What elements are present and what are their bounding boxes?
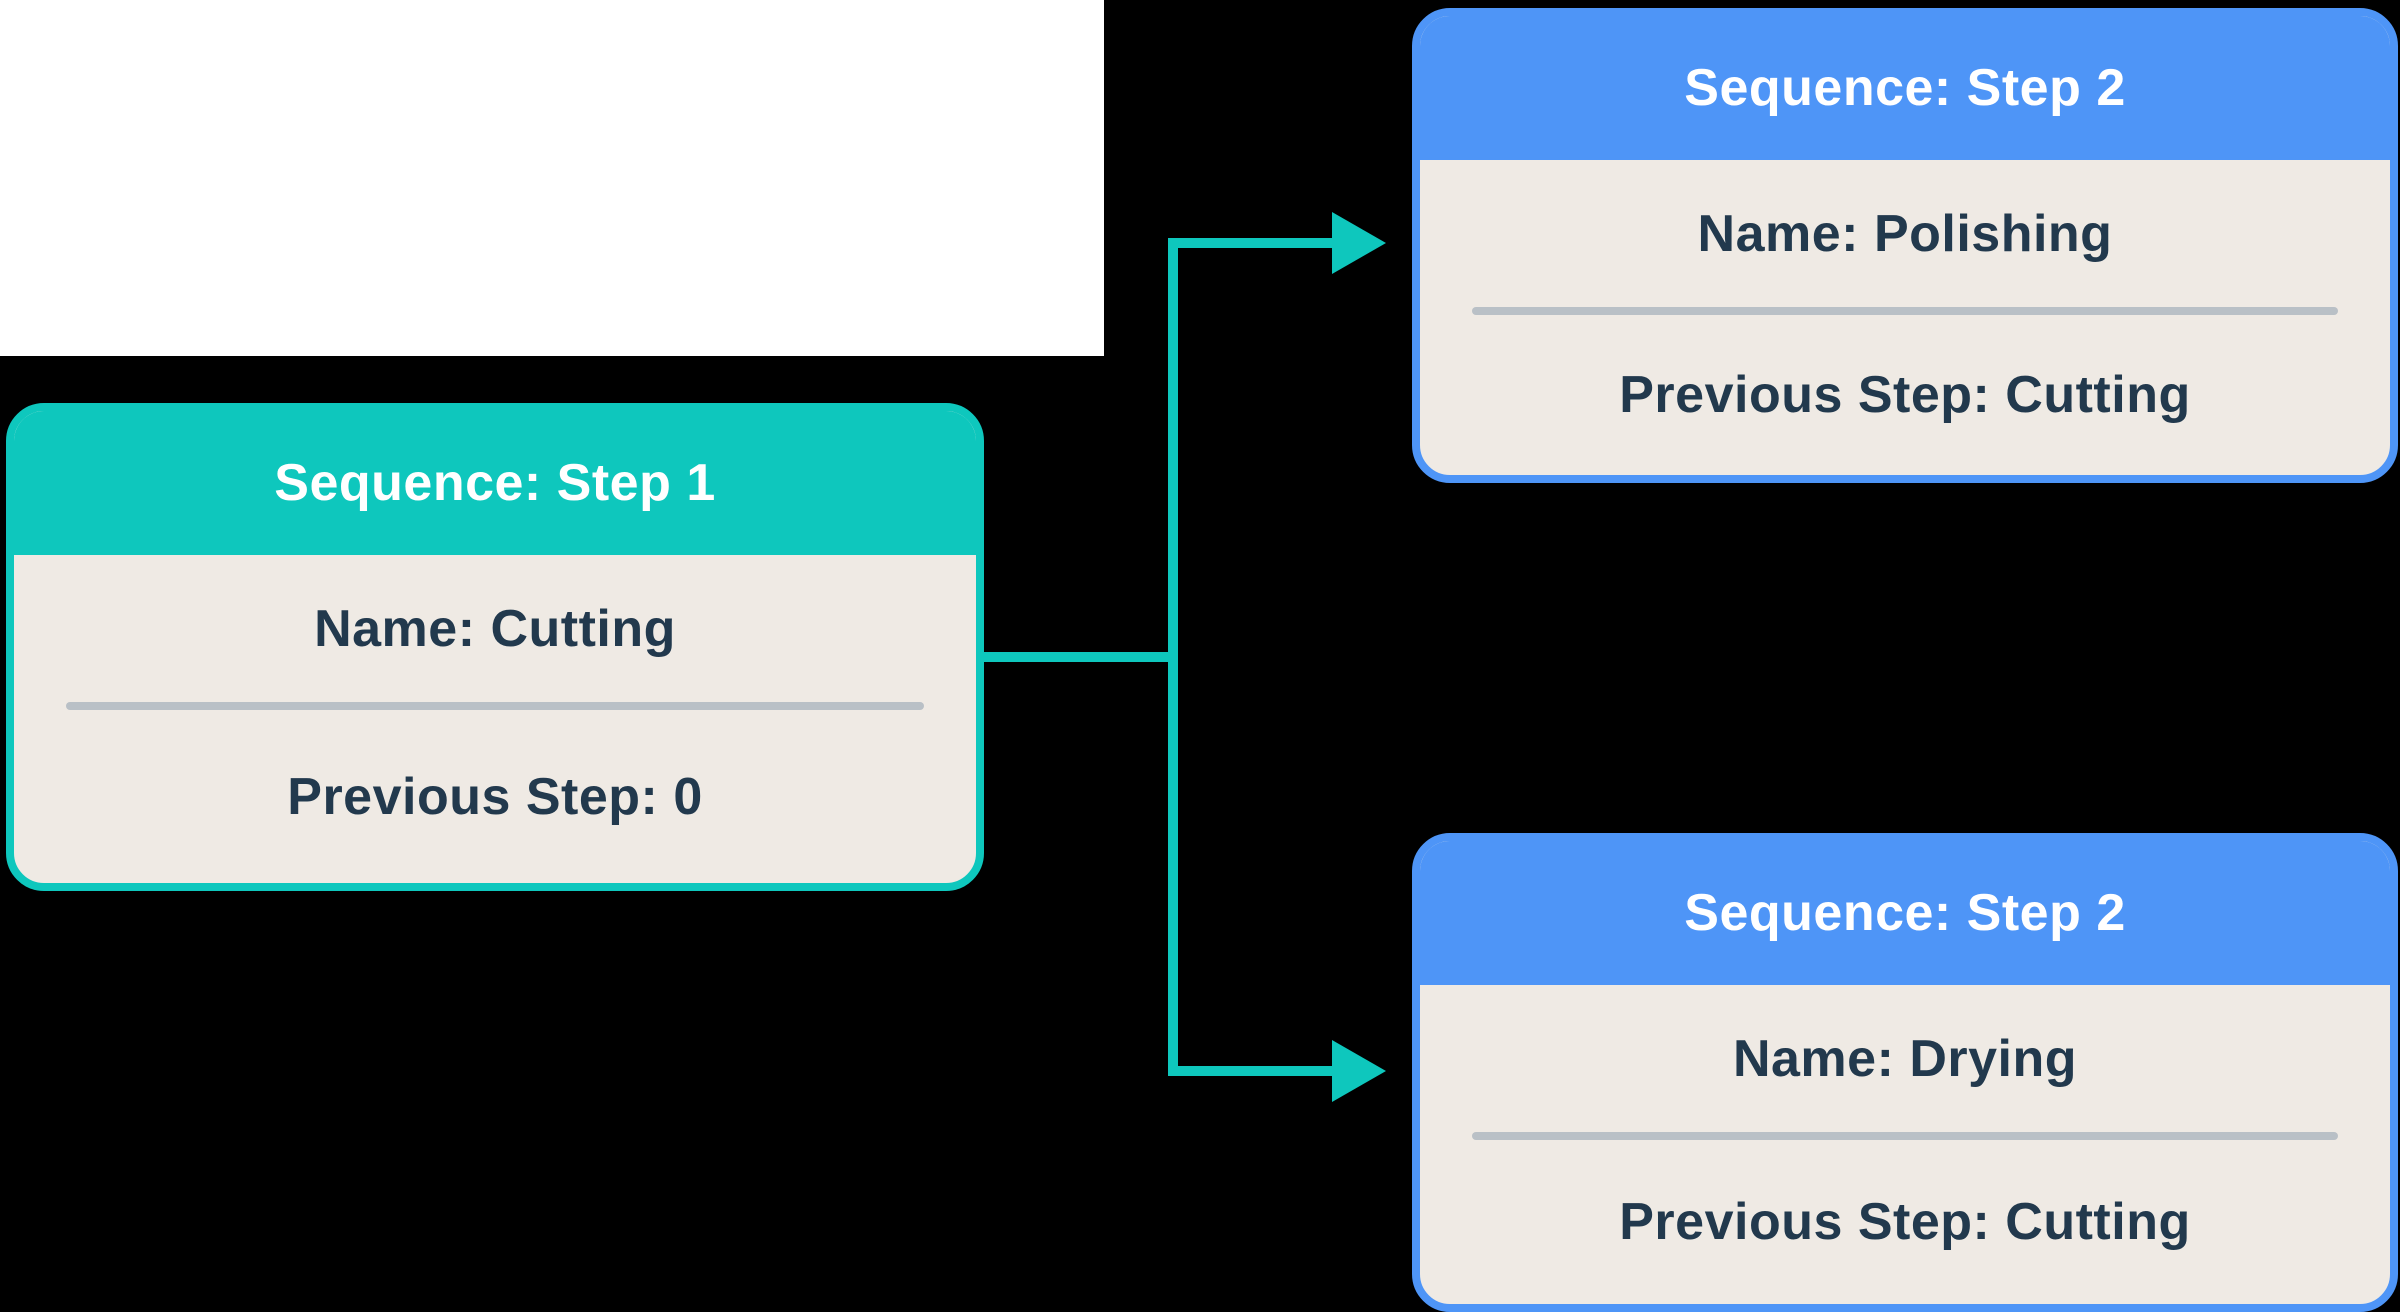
connector-step1-out [984, 652, 1178, 662]
node-step1-header: Sequence: Step 1 [14, 411, 976, 555]
arrow-right-icon-top [1332, 212, 1386, 274]
node-step1-previous: Previous Step: 0 [287, 767, 703, 826]
node-step2-drying-name: Name: Drying [1732, 1029, 2078, 1088]
connector-trunk [1168, 238, 1178, 1076]
node-step1: Sequence: Step 1 Name: Cutting Previous … [6, 403, 984, 891]
arrow-right-icon-bottom [1332, 1040, 1386, 1102]
node-step2-drying-header: Sequence: Step 2 [1420, 841, 2390, 985]
node-step2-drying-previous: Previous Step: Cutting [1619, 1193, 2191, 1251]
node-step2-drying-divider [1472, 1132, 2338, 1140]
node-step1-divider [66, 702, 924, 710]
node-step2-polishing-name: Name: Polishing [1697, 204, 2113, 263]
connector-to-polishing [1168, 238, 1334, 248]
node-step2-polishing-header: Sequence: Step 2 [1420, 16, 2390, 160]
node-step1-name: Name: Cutting [314, 599, 676, 658]
node-step2-polishing: Sequence: Step 2 Name: Polishing Previou… [1412, 8, 2398, 483]
background-white-patch [0, 0, 1104, 356]
node-step2-polishing-divider [1472, 307, 2338, 315]
connector-to-drying [1168, 1066, 1334, 1076]
node-step2-polishing-previous: Previous Step: Cutting [1619, 366, 2191, 424]
node-step2-drying: Sequence: Step 2 Name: Drying Previous S… [1412, 833, 2398, 1312]
